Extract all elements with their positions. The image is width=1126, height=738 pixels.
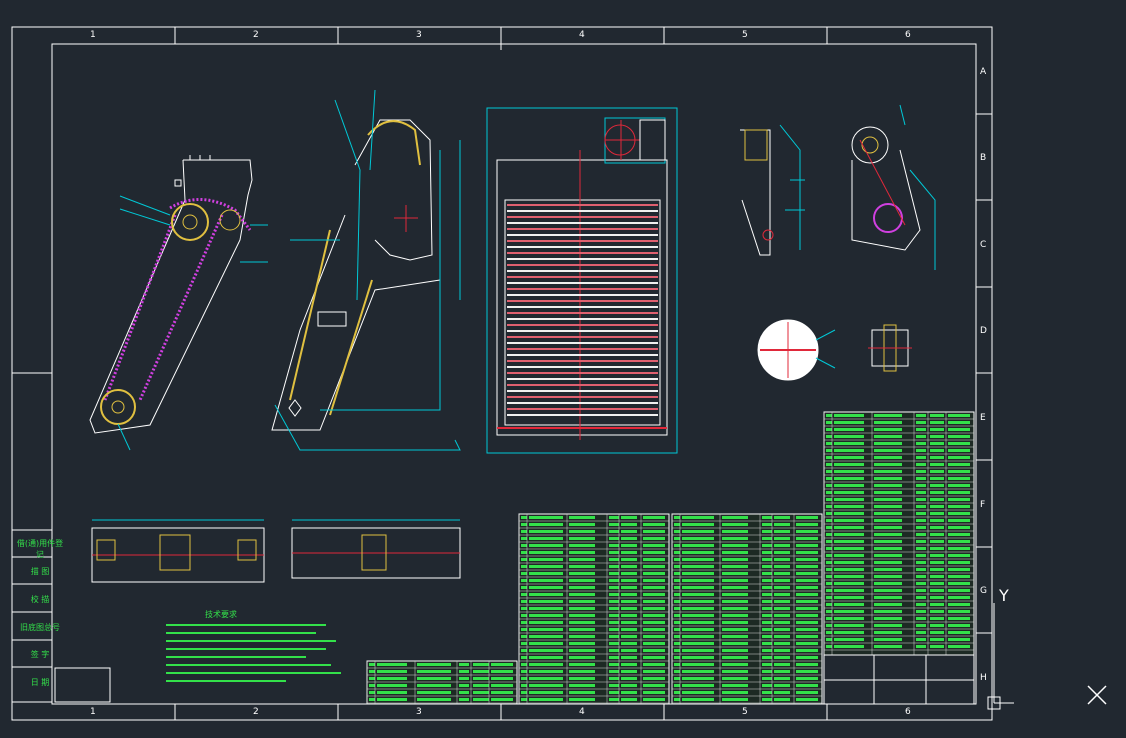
parts-list-tables [366,411,975,705]
col-label-6: 6 [905,30,911,40]
side-label-date: 日 期 [30,678,50,687]
col-label-2-bottom: 2 [253,707,259,717]
side-register-boxes [11,529,111,703]
front-view-screen [486,107,678,454]
col-label-1: 1 [90,30,96,40]
side-label-signature: 签 字 [30,650,50,659]
col-label-3: 3 [416,30,422,40]
detail-view-1 [740,124,805,256]
row-label-g: G [980,586,987,596]
row-label-e: E [980,413,986,423]
row-label-h: H [980,673,987,683]
row-label-b: B [980,153,987,163]
title-block [823,654,975,705]
side-label-borrowed-parts: 借(通)用件登记 [16,539,64,559]
side-view-conveyor [89,155,268,451]
side-label-old-drawing-no: 旧底图总号 [20,623,60,632]
parts-list-middle [518,513,670,705]
col-label-1-bottom: 1 [90,707,96,717]
side-label-check-tracing: 校 描 [30,595,50,604]
ucs-y-label: Y [999,586,1009,605]
zone-ticks-top [12,27,992,720]
pin-detail [868,324,912,372]
row-label-d: D [980,326,987,336]
side-section-view [271,89,461,451]
section-detail-circle [757,319,836,381]
crosshair-cursor-icon[interactable] [1086,684,1108,706]
parts-list-middle-2 [671,513,823,705]
tech-notes-lines [166,624,341,682]
parts-list-right [823,411,975,656]
plan-view-left [91,519,265,583]
plan-view-right [291,519,461,579]
parts-list-left [366,660,518,705]
row-label-c: C [980,240,987,250]
col-label-3-bottom: 3 [416,707,422,717]
tech-requirements-title: 技术要求 [205,610,237,619]
col-label-5-bottom: 5 [742,707,748,717]
screen-grid-bars [507,204,658,416]
side-label-tracing: 描 图 [30,567,50,576]
col-label-2: 2 [253,30,259,40]
col-label-4: 4 [579,30,585,40]
ucs-icon [987,603,1014,710]
col-label-5: 5 [742,30,748,40]
row-label-f: F [980,500,986,510]
row-label-a: A [980,67,987,77]
detail-view-2 [851,104,936,270]
col-label-6-bottom: 6 [905,707,911,717]
col-label-4-bottom: 4 [579,707,585,717]
